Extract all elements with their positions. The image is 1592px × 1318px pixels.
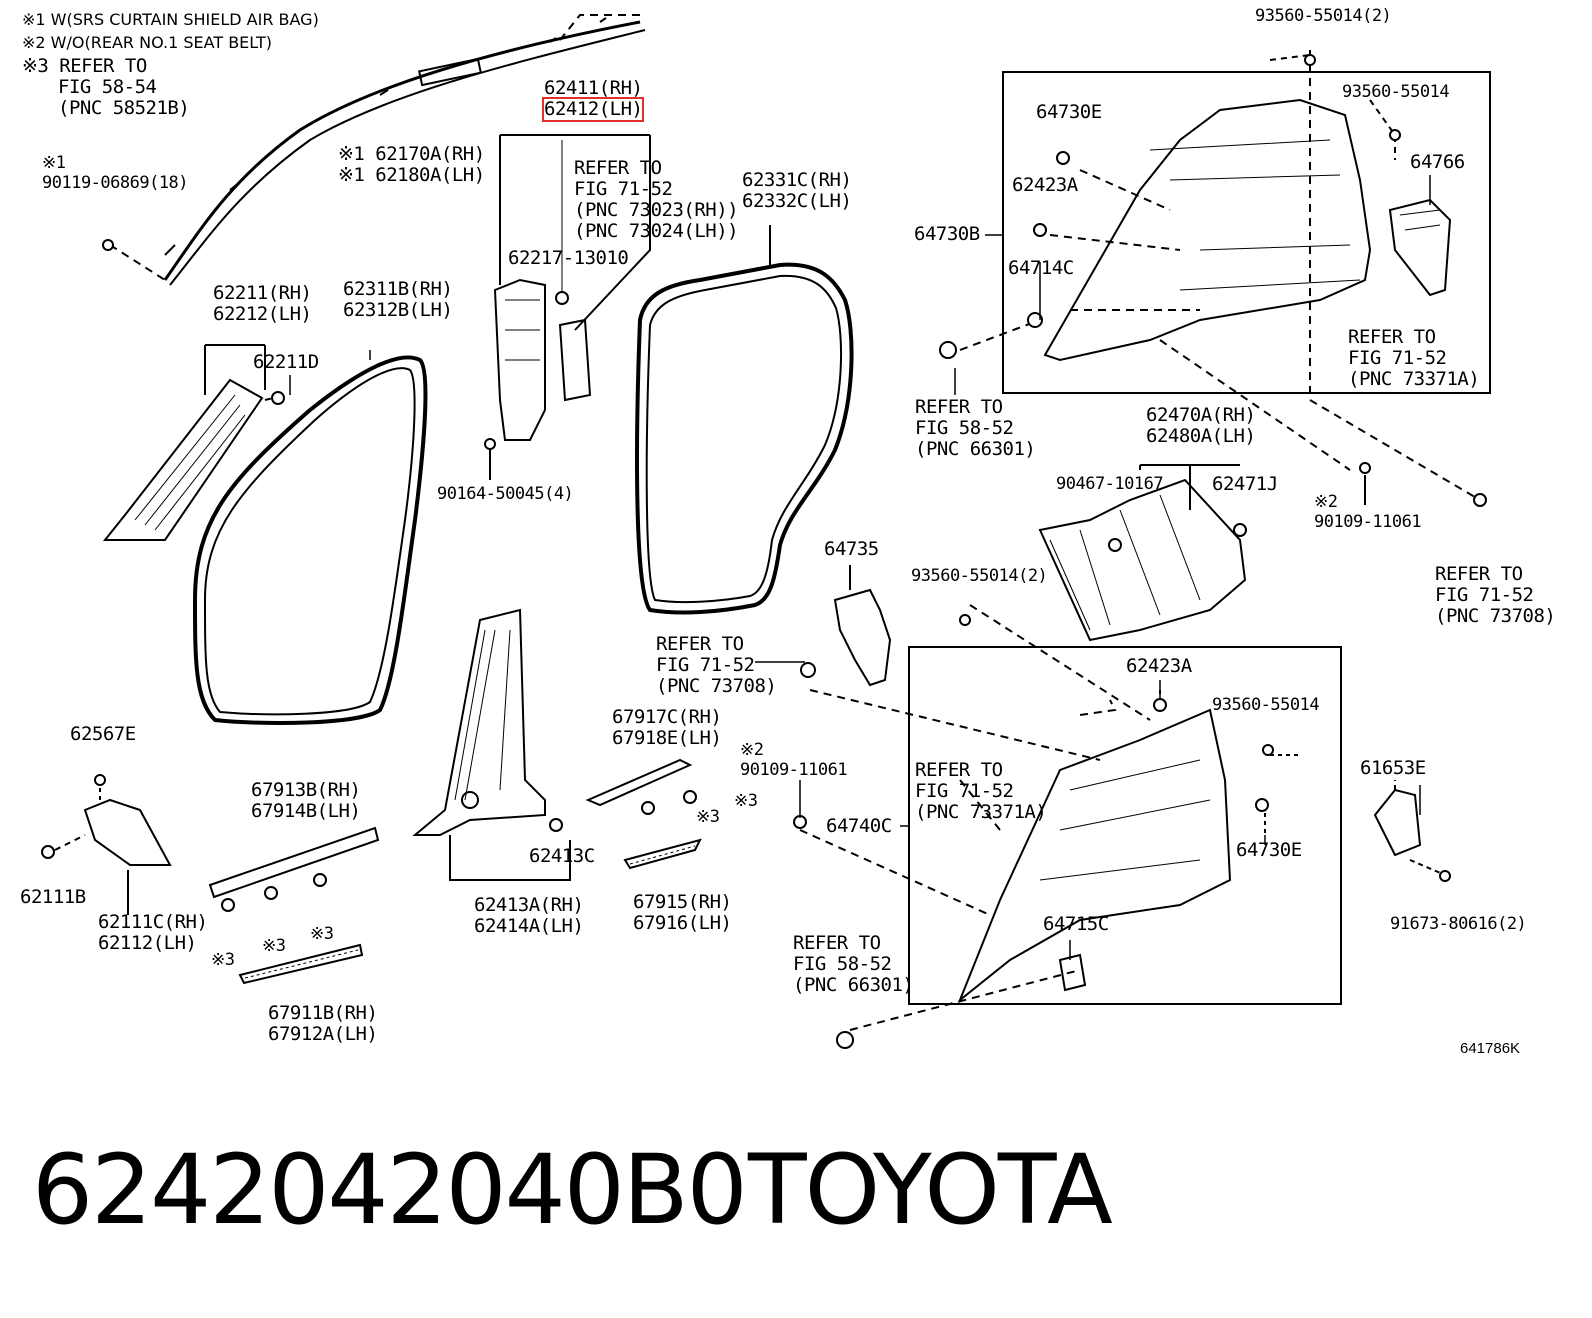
label-90467: 90467-10167 [1056,474,1164,494]
label-62217: 62217-13010 [508,247,629,269]
note-3-fig: FIG 58-54 [58,76,157,98]
label-64735: 64735 [824,538,879,560]
label-ref3-a: ※3 [734,791,758,811]
label-62211d: 62211D [253,351,319,373]
label-64730e-top: 64730E [1036,101,1102,123]
upper-quarter-trim [959,50,1481,501]
label-62331c: 62331C(RH) 62332C(LH) [742,169,852,212]
label-refer-73708-mid: REFER TO FIG 71-52 (PNC 73708) [656,633,777,697]
label-93560-mid: 93560-55014(2) [911,566,1048,586]
footer-brand: TOYOTA [748,1134,1113,1246]
label-refer-73371a-low: REFER TO FIG 71-52 (PNC 73371A) [915,759,1047,823]
b-pillar-upper-trim [489,134,651,480]
footer-part-number: 6242042040B0 [32,1134,748,1246]
label-67911b: 67911B(RH) 67912A(LH) [268,1002,378,1045]
diagram-id: 641786K [1460,1040,1521,1057]
note-3: ※3 REFER TO [22,55,147,77]
label-62311b: 62311B(RH) 62312B(LH) [343,278,453,321]
label-93560-top: 93560-55014(2) [1255,6,1392,26]
label-refer-66301-low: REFER TO FIG 58-52 (PNC 66301) [793,932,914,996]
label-refer-73371a-top: REFER TO FIG 71-52 (PNC 73371A) [1348,326,1480,390]
part-64735 [833,588,892,687]
center-pillar-lower-garnish [412,608,571,881]
label-93560-box2: 93560-55014 [1212,695,1320,715]
label-90109-mid: ※2 90109-11061 [740,740,848,780]
label-64730b: 64730B [914,223,980,245]
label-91673: 91673-80616(2) [1390,914,1527,934]
note-1: ※1 W(SRS CURTAIN SHIELD AIR BAG) [22,10,319,29]
fasteners [41,54,1487,1049]
label-ref3-d: ※3 [262,936,286,956]
curtain-shield-rail [109,14,646,286]
label-64715c: 64715C [1043,913,1109,935]
label-62470a: 62470A(RH) 62480A(LH) [1146,404,1256,447]
label-90109-right: ※2 90109-11061 [1314,492,1422,532]
label-62412-highlighted[interactable]: 62412(LH) [541,97,645,122]
front-door-weatherstrip [192,355,428,725]
label-90164: 90164-50045(4) [437,484,574,504]
label-ref3-c: ※3 [211,950,235,970]
label-67917c: 67917C(RH) 67918E(LH) [612,706,722,749]
label-64766: 64766 [1410,151,1465,173]
upper-quarter-trim-box [1002,71,1491,394]
label-refer-73708-right: REFER TO FIG 71-52 (PNC 73708) [1435,563,1556,627]
label-62567e: 62567E [70,723,136,745]
label-62423a-top: 62423A [1012,174,1078,196]
note-2: ※2 W/O(REAR NO.1 SEAT BELT) [22,33,272,52]
quarter-lower-trim [1038,464,1366,642]
label-refer-66301-top: REFER TO FIG 58-52 (PNC 66301) [915,396,1036,460]
label-64740c: 64740C [826,815,892,837]
rear-door-weatherstrip [635,262,854,615]
label-62411: 62411(RH) [544,77,643,99]
label-67913b: 67913B(RH) 67914B(LH) [251,779,361,822]
a-pillar-garnish [102,344,286,541]
label-ref3-b: ※3 [696,807,720,827]
label-93560-box1: 93560-55014 [1342,82,1450,102]
part-61653e [1373,780,1446,876]
label-ref3-e: ※3 [310,924,334,944]
label-62211: 62211(RH) 62212(LH) [213,282,312,325]
label-64730e-low: 64730E [1236,839,1302,861]
label-62170a: ※1 62170A(RH) ※1 62180A(LH) [338,143,485,186]
label-61653e: 61653E [1360,757,1426,779]
label-62111b: 62111B [20,886,86,908]
label-90119: ※1 90119-06869(18) [42,153,189,193]
label-62413c: 62413C [529,845,595,867]
label-64714c: 64714C [1008,257,1074,279]
label-refer-73023: REFER TO FIG 71-52 (PNC 73023(RH)) (PNC … [574,157,739,242]
label-62471j: 62471J [1212,473,1278,495]
lower-quarter-trim [799,604,1300,1031]
note-3-pnc: (PNC 58521B) [58,97,190,119]
leader-lines [289,175,1431,960]
label-67915: 67915(RH) 67916(LH) [633,891,732,934]
scuff-plates [208,758,702,985]
label-62423a-low: 62423A [1126,655,1192,677]
label-62111c: 62111C(RH) 62112(LH) [98,911,208,954]
label-62413a: 62413A(RH) 62414A(LH) [474,894,584,937]
